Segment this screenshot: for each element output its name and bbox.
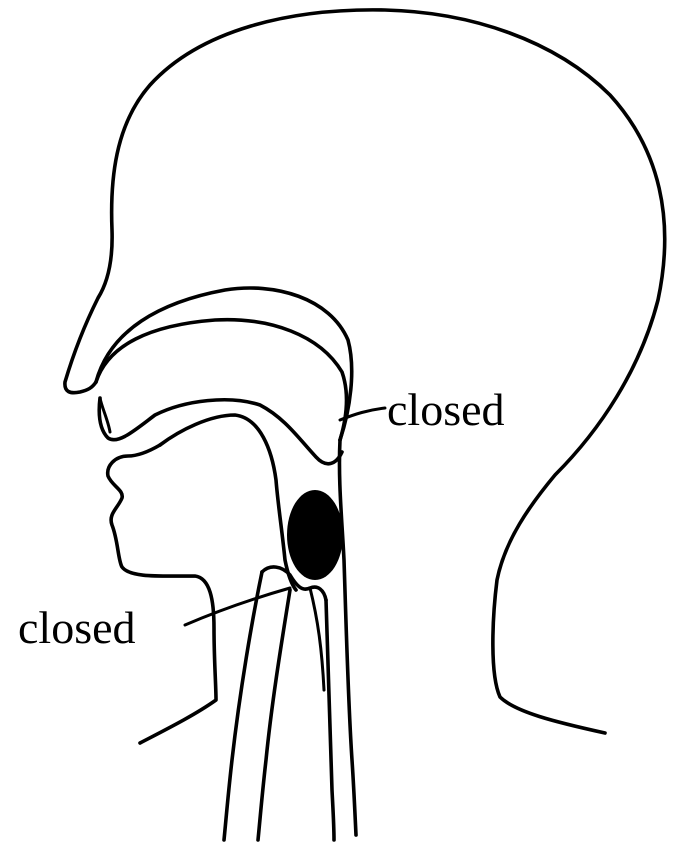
- head-outline: [65, 10, 665, 733]
- nasal-floor-outline: [96, 320, 346, 440]
- esophagus-inner-outline: [310, 588, 324, 690]
- tongue-outline: [108, 445, 216, 743]
- tongue-surface-outline: [160, 415, 296, 590]
- lower-label-leader: [185, 588, 290, 625]
- lower-closed-label: closed: [18, 602, 136, 653]
- upper-closed-label: closed: [387, 384, 505, 435]
- trachea-inner-outline: [258, 590, 290, 840]
- glottis-closure: [287, 490, 343, 580]
- esophagus-outline: [326, 600, 334, 840]
- pharynx-back-wall-outline: [339, 440, 356, 835]
- trachea-outline: [224, 572, 262, 840]
